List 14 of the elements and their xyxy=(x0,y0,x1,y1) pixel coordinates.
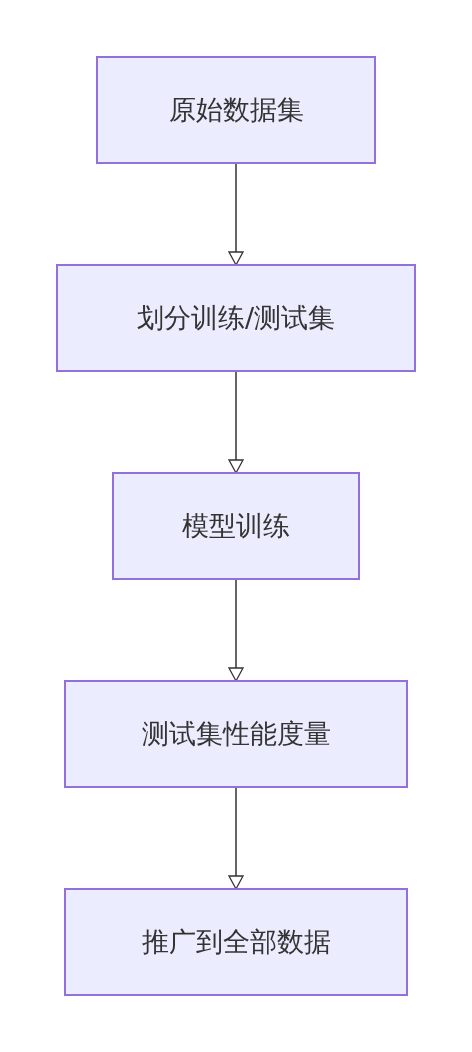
arrow xyxy=(228,579,244,682)
arrow xyxy=(228,787,244,890)
arrow xyxy=(228,163,244,266)
arrow xyxy=(228,371,244,474)
process-box xyxy=(64,680,408,788)
process-box xyxy=(56,264,416,372)
box-label: 划分训练/测试集 xyxy=(136,301,336,335)
box-label: 原始数据集 xyxy=(168,93,304,127)
process-box xyxy=(112,472,360,580)
process-box xyxy=(96,56,376,164)
process-box xyxy=(64,888,408,996)
box-label: 推广到全部数据 xyxy=(141,925,331,959)
box-label: 模型训练 xyxy=(182,509,290,543)
box-label: 测试集性能度量 xyxy=(141,717,331,751)
